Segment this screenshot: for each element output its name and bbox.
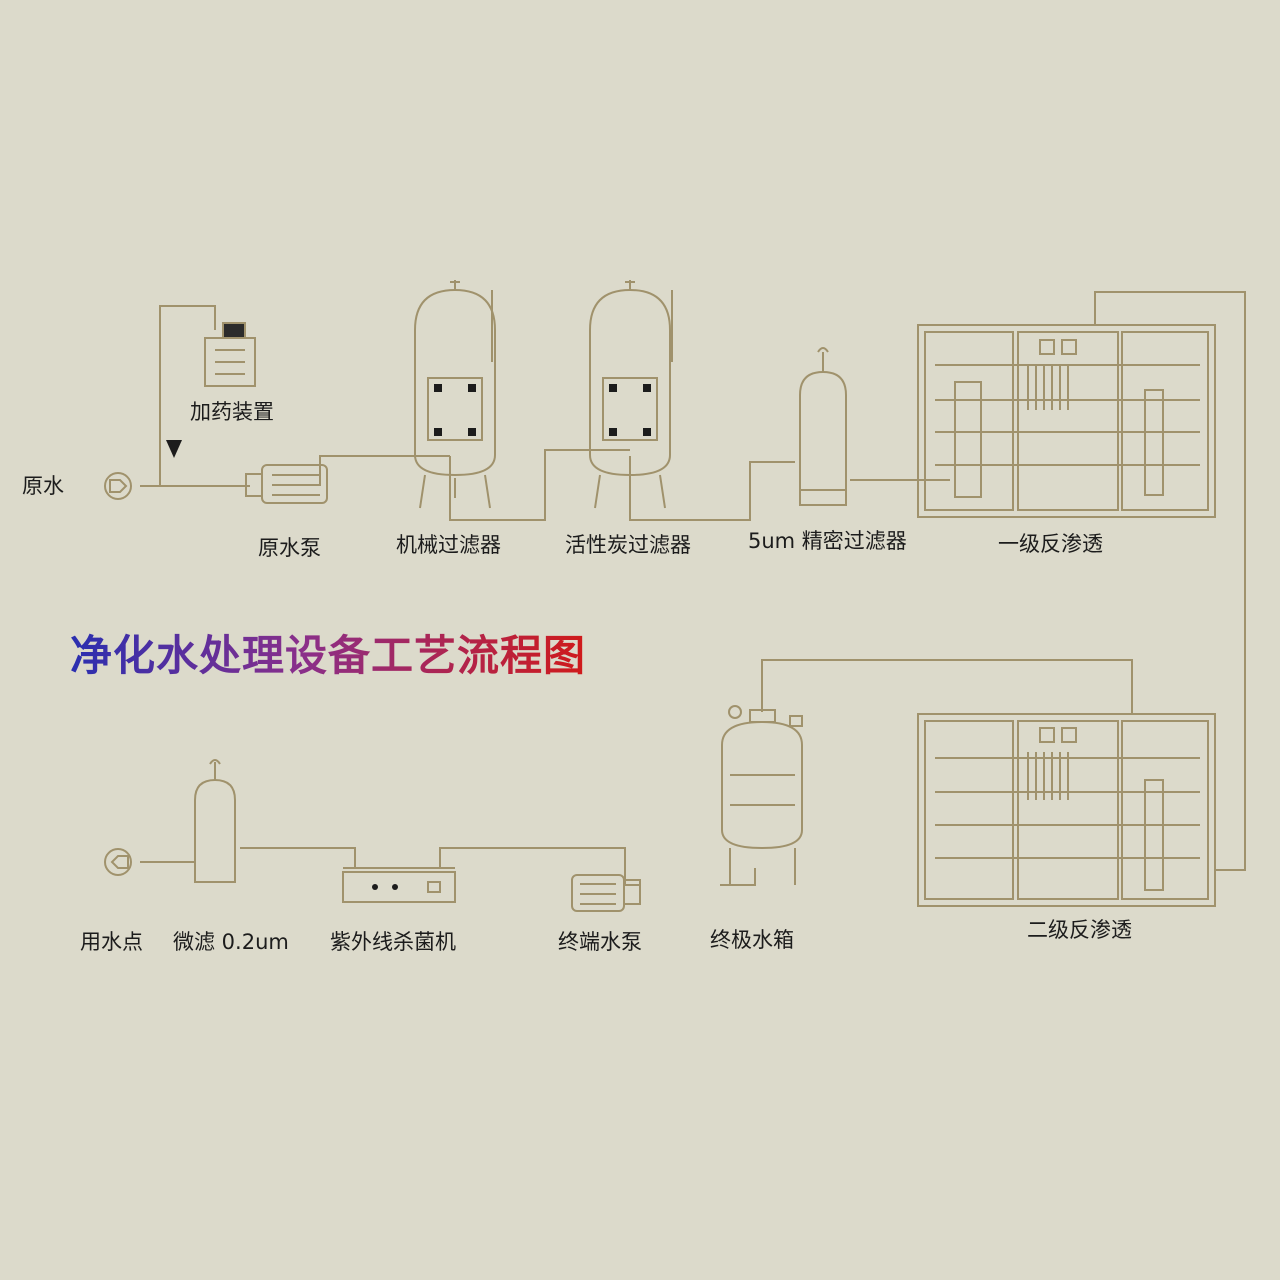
- label-precision-filter: 5um 精密过滤器: [748, 529, 907, 553]
- uv-sterilizer-icon: [342, 867, 456, 903]
- precision-filter-icon: [799, 347, 847, 506]
- diagram-title: 净化水处理设备工艺流程图: [70, 622, 586, 683]
- label-use-point: 用水点: [80, 930, 143, 954]
- label-final-pump: 终端水泵: [558, 930, 642, 954]
- use-point-outlet-icon: [104, 848, 132, 876]
- label-ro-stage2: 二级反渗透: [1027, 918, 1132, 942]
- pipes-top: [140, 291, 1246, 871]
- label-raw-water: 原水: [22, 474, 64, 498]
- micro-filter-icon: [194, 759, 236, 883]
- dosing-tank-icon: [204, 322, 256, 387]
- label-ro-stage1: 一级反渗透: [998, 532, 1103, 556]
- carbon-filter-icon: [589, 280, 673, 509]
- label-dosing-device: 加药装置: [190, 400, 274, 424]
- ro-stage1-unit-icon: [917, 324, 1216, 518]
- raw-pump-icon: [245, 464, 328, 504]
- final-tank-icon: [721, 705, 803, 885]
- label-uv-sterilizer: 紫外线杀菌机: [330, 930, 456, 954]
- raw-water-inlet-icon: [104, 472, 132, 500]
- pipes-bottom: [140, 659, 1133, 886]
- mechanical-filter-icon: [414, 280, 496, 509]
- label-mechanical-filter: 机械过滤器: [396, 533, 501, 557]
- dosing-arrow-icon: [166, 440, 182, 458]
- final-pump-icon: [571, 874, 641, 912]
- label-micro-filter: 微滤 0.2um: [173, 930, 289, 954]
- ro-stage2-unit-icon: [917, 713, 1216, 907]
- label-carbon-filter: 活性炭过滤器: [565, 533, 691, 557]
- label-final-tank: 终极水箱: [710, 928, 794, 952]
- label-raw-pump: 原水泵: [258, 536, 321, 560]
